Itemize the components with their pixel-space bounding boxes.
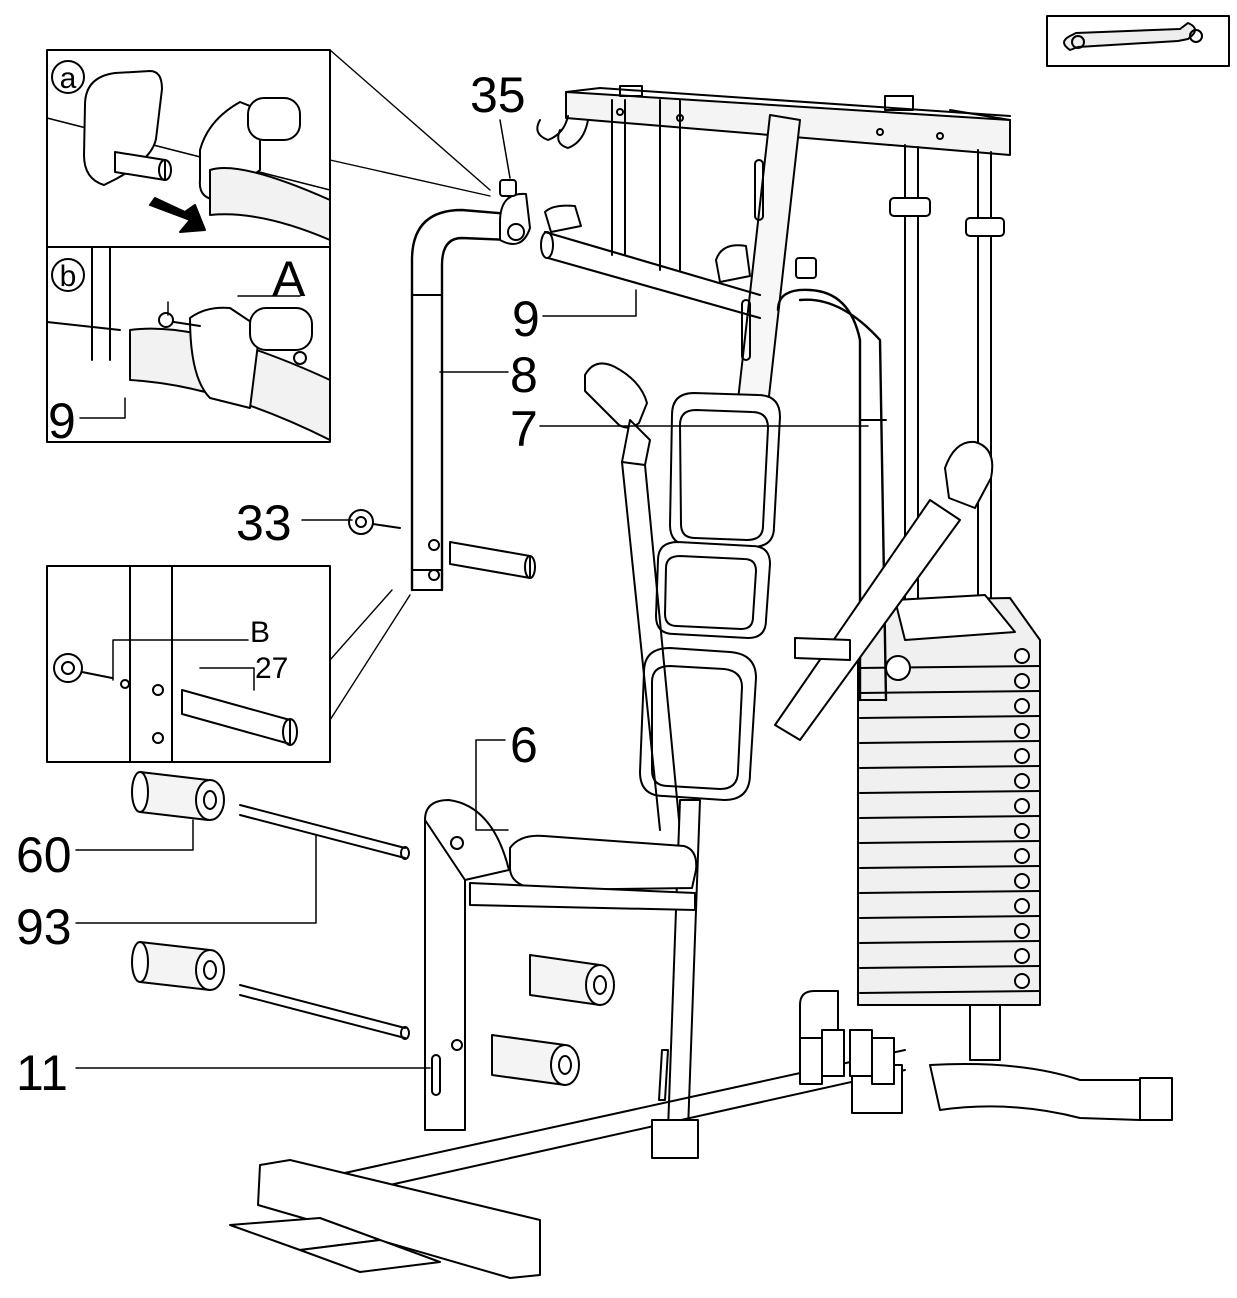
plate-hole [1014,898,1030,914]
plate-hole [1014,823,1030,839]
left-press-handle [584,362,681,831]
plate-hole [1014,973,1030,989]
plate-hole [1014,698,1030,714]
callout-6: 6 [510,717,538,773]
callout-35: 35 [470,67,526,123]
weight-plate [859,915,1041,919]
weight-plate [859,715,1041,719]
pivot-bracket-35 [499,179,817,283]
weight-plate [859,840,1041,844]
inset-c-label-27: 27 [255,652,288,685]
inset-b-label-9: 9 [48,393,76,449]
weight-plate [859,990,1041,994]
weight-plate [859,940,1041,944]
inset-b-marker: b [60,260,77,293]
seat-assembly [469,799,701,1131]
plate-hole [1014,723,1030,739]
callout-60: 60 [16,827,72,883]
plate-hole [1014,848,1030,864]
weight-plate [859,865,1041,869]
inset-a [46,49,331,248]
leader-lines [75,119,869,1069]
plate-hole [1014,948,1030,964]
callout-33: 33 [236,495,292,551]
weight-plate [859,965,1041,969]
base-frame [229,990,1173,1279]
wrench-icon [1046,15,1230,67]
weight-plate [859,765,1041,769]
roller-bar-93 [239,804,410,1040]
inset-a-marker: a [60,62,77,95]
callout-9: 9 [512,291,540,347]
plate-hole [1014,673,1030,689]
weight-plate [859,740,1041,744]
plate-hole [1014,648,1030,664]
weight-plate [859,690,1041,694]
knob-33-and-pin [348,509,536,579]
roller-pads-60 [131,771,615,1086]
callout-8: 8 [510,347,538,403]
callout-7: 7 [510,401,538,457]
press-arm-8 [410,208,512,592]
callout-93: 93 [16,899,72,955]
inset-a-pointer [329,49,491,197]
right-press-handle [774,440,994,741]
inset-b [46,246,331,443]
plate-hole [1014,798,1030,814]
weight-plate [859,815,1041,819]
marker-b-circle [51,258,85,292]
plate-hole [1014,923,1030,939]
inset-c-pointer [329,589,411,721]
pivot-tube-9 [540,230,762,320]
inset-c-label-b: B [250,616,270,649]
marker-a-circle [51,60,85,94]
leg-extension-11 [424,799,510,1131]
backrest-pads [639,392,781,801]
weight-plate [859,790,1041,794]
plate-hole [1014,748,1030,764]
press-arm-7 [776,288,888,702]
weight-plate [859,890,1041,894]
plate-hole [1014,773,1030,789]
plate-hole [1014,873,1030,889]
inset-c [46,565,331,763]
callout-11: 11 [16,1045,68,1101]
inset-b-label-a: A [272,251,306,307]
